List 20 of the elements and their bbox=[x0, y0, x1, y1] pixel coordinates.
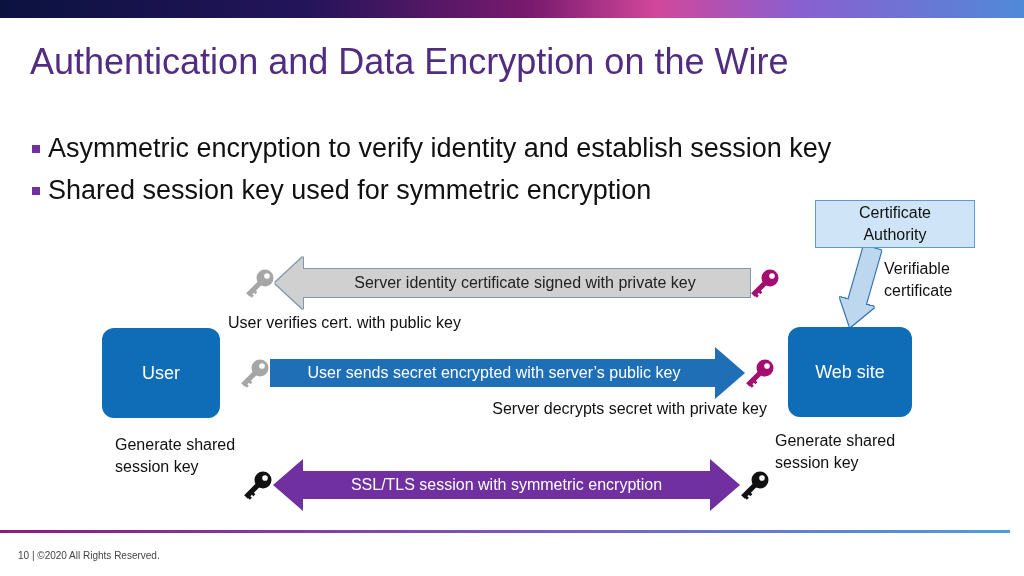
block-arrow bbox=[275, 257, 750, 309]
actor-box bbox=[788, 327, 912, 417]
edge-label: SSL/TLS session with symmetric encryption bbox=[348, 475, 665, 495]
authority-box bbox=[815, 200, 975, 248]
bullet-text: Asymmetric encryption to verify identity and establish session key bbox=[48, 132, 832, 165]
key-caption: Server decrypts secret with private key bbox=[492, 399, 767, 419]
node-label: Web site bbox=[815, 361, 885, 384]
edge-label: User sends secret encrypted with server’s public key bbox=[305, 363, 683, 383]
key-caption: Generate shared session key bbox=[115, 435, 237, 477]
block-arrow bbox=[270, 347, 745, 399]
block-arrow bbox=[273, 459, 740, 511]
node-label: Certificate Authority bbox=[858, 203, 932, 245]
slide-title: Authentication and Data Encryption on the Wire bbox=[30, 40, 789, 84]
bullet-text: Shared session key used for symmetric encryption bbox=[48, 174, 652, 207]
edge-label: Server identity certificate signed with private key bbox=[352, 273, 698, 293]
footer-text: 10 | ©2020 All Rights Reserved. bbox=[18, 549, 160, 562]
actor-box bbox=[102, 328, 220, 418]
key-caption: Generate shared session key bbox=[775, 431, 897, 473]
note-text: User verifies cert. with public key bbox=[228, 313, 461, 333]
node-label: User bbox=[142, 362, 180, 385]
